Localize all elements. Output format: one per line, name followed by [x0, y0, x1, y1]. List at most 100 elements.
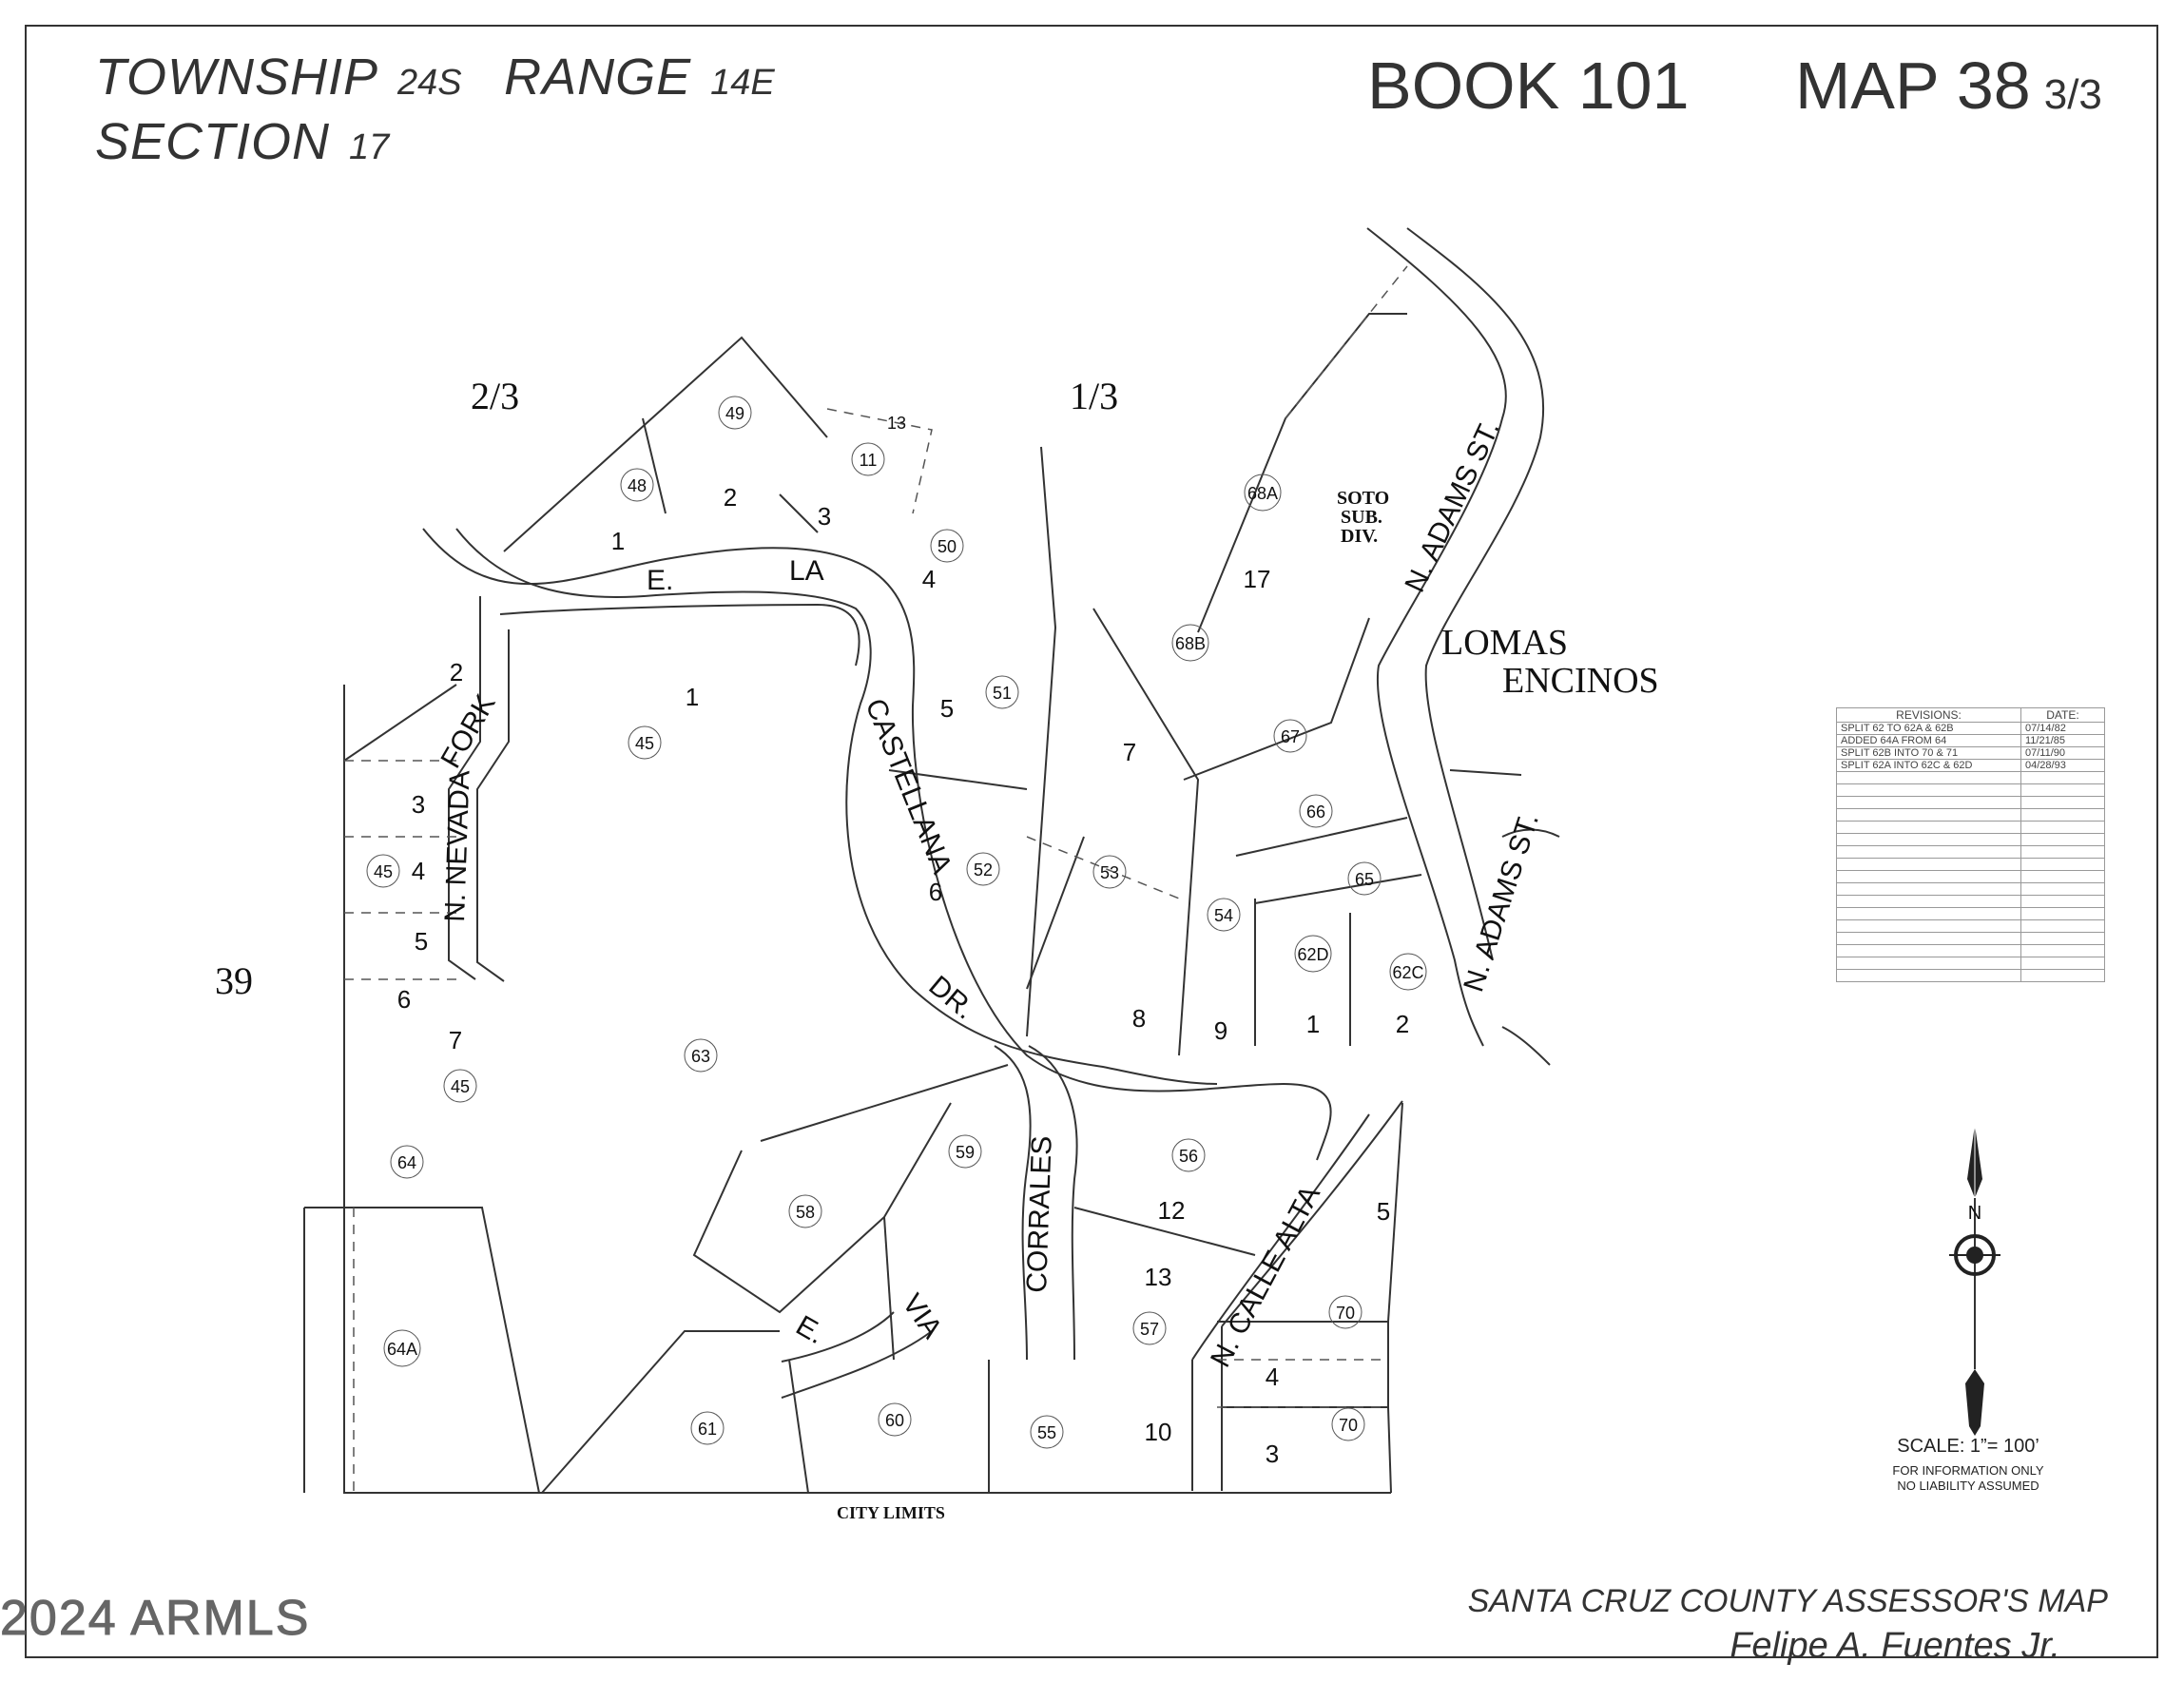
svg-text:58: 58: [796, 1203, 815, 1222]
range-label: RANGE: [504, 48, 692, 106]
lot-numbers: 1 2 3 4 13 17 1 2 5 7 3 4 5 6 7 6 8 9 1 …: [397, 414, 1409, 1468]
scale-block: SCALE: 1”= 100’ FOR INFORMATION ONLY NO …: [1873, 1436, 2063, 1494]
svg-text:65: 65: [1355, 870, 1374, 889]
parcel-marker[interactable]: 66: [1299, 794, 1333, 828]
liability-note-2: NO LIABILITY ASSUMED: [1897, 1479, 2039, 1493]
street-n-adams-2: N. ADAMS ST.: [1458, 809, 1545, 996]
parcel-marker[interactable]: 70: [1328, 1295, 1363, 1329]
township-value: 24S: [397, 63, 462, 103]
svg-text:52: 52: [974, 860, 993, 880]
parcel-marker[interactable]: 45: [628, 725, 662, 760]
lot-number: 7: [449, 1026, 462, 1054]
svg-text:68B: 68B: [1175, 634, 1206, 653]
revision-row-blank: [1836, 845, 2105, 859]
lot-number: 12: [1158, 1196, 1186, 1225]
book-number: BOOK 101: [1367, 48, 1690, 123]
revisions-header: REVISIONS:: [1836, 707, 2021, 723]
svg-text:55: 55: [1037, 1423, 1056, 1442]
parcel-marker[interactable]: 50: [930, 529, 964, 563]
parcel-marker[interactable]: 63: [684, 1038, 718, 1073]
revision-row-blank: [1836, 932, 2105, 945]
street-labels: E. LA CASTELLANA DR. N. NEVADA FORK N. A…: [435, 416, 1544, 1372]
parcel-marker[interactable]: 48: [620, 468, 654, 502]
parcel-marker[interactable]: 55: [1030, 1415, 1064, 1449]
north-label: N: [1968, 1203, 1981, 1224]
parcel-marker[interactable]: 60: [878, 1402, 912, 1437]
svg-text:61: 61: [698, 1420, 717, 1439]
north-arrow: N: [1949, 1125, 2000, 1436]
parcel-marker[interactable]: 56: [1171, 1138, 1206, 1172]
lot-number: 3: [818, 502, 831, 531]
svg-text:62D: 62D: [1297, 945, 1328, 964]
parcel-marker[interactable]: 45: [366, 854, 400, 888]
parcel-marker[interactable]: 58: [788, 1194, 822, 1228]
parcel-markers: 49 48 11 50 68A 68B 51 45 67 66 65 52 53…: [366, 396, 1427, 1449]
parcel-marker[interactable]: 49: [718, 396, 752, 430]
svg-text:59: 59: [956, 1143, 975, 1162]
lot-number: 5: [940, 694, 954, 723]
scale-text: SCALE: 1”= 100’: [1897, 1436, 2039, 1457]
svg-text:70: 70: [1339, 1416, 1358, 1435]
parcel-marker[interactable]: 52: [966, 852, 1000, 886]
svg-text:11: 11: [860, 451, 878, 470]
parcel-marker[interactable]: 51: [985, 675, 1019, 709]
revision-row-blank: [1836, 882, 2105, 896]
street-fork: FORK: [435, 689, 501, 774]
city-limits-label: CITY LIMITS: [837, 1503, 945, 1522]
parcel-marker[interactable]: 45: [443, 1069, 477, 1103]
svg-text:66: 66: [1306, 802, 1325, 822]
soto-label-1: SOTO: [1337, 488, 1389, 509]
parcel-marker[interactable]: 68A: [1244, 474, 1282, 512]
liability-note-1: FOR INFORMATION ONLY: [1892, 1463, 2044, 1478]
lot-number: 1: [611, 527, 625, 555]
parcel-marker[interactable]: 62C: [1389, 953, 1427, 991]
lot-number: 9: [1214, 1016, 1227, 1045]
parcel-marker[interactable]: 68B: [1171, 624, 1209, 662]
svg-text:68A: 68A: [1247, 484, 1278, 503]
parcel-marker[interactable]: 59: [948, 1134, 982, 1169]
svg-text:57: 57: [1140, 1320, 1159, 1339]
svg-text:70: 70: [1336, 1304, 1355, 1323]
street-e-via-via: VIA: [896, 1288, 948, 1344]
lot-number: 13: [887, 414, 906, 433]
parcel-marker[interactable]: 70: [1331, 1407, 1365, 1441]
parcel-marker[interactable]: 61: [690, 1411, 725, 1445]
parcel-marker[interactable]: 64A: [383, 1329, 421, 1367]
svg-text:60: 60: [885, 1411, 904, 1430]
svg-text:51: 51: [993, 684, 1012, 703]
street-n-adams-1: N. ADAMS ST.: [1399, 416, 1505, 597]
encinos-label: ENCINOS: [1502, 661, 1659, 701]
svg-text:45: 45: [374, 862, 393, 881]
copyright-watermark: 2024 ARMLS: [0, 1591, 311, 1647]
street-n-calle-alta: N. CALLE ALTA: [1205, 1181, 1326, 1372]
lot-number: 4: [1266, 1363, 1279, 1391]
revision-row-blank: [1836, 907, 2105, 920]
parcel-marker[interactable]: 54: [1207, 898, 1241, 932]
lot-number: 10: [1145, 1418, 1172, 1446]
revision-row-blank: [1836, 870, 2105, 883]
parcel-marker[interactable]: 57: [1132, 1311, 1167, 1345]
parcel-marker[interactable]: 62D: [1294, 935, 1332, 973]
lot-number: 3: [1266, 1440, 1279, 1468]
lot-number: 6: [397, 985, 411, 1014]
range-value: 14E: [710, 63, 775, 103]
parcel-marker[interactable]: 65: [1347, 861, 1382, 896]
author-name: Felipe A. Fuentes Jr.: [1730, 1626, 2060, 1666]
parcel-marker[interactable]: 53: [1092, 855, 1127, 889]
dashed-lines: [344, 265, 1408, 1493]
svg-text:64: 64: [397, 1153, 416, 1172]
parcel-marker[interactable]: 67: [1273, 719, 1307, 753]
lot-number: 4: [922, 565, 936, 593]
map-number: MAP 38: [1795, 48, 2031, 123]
parcel-marker[interactable]: 64: [390, 1145, 424, 1179]
section-label: SECTION: [95, 113, 331, 170]
revision-row-blank: [1836, 944, 2105, 957]
svg-text:64A: 64A: [387, 1340, 417, 1359]
parcel-marker[interactable]: 11: [851, 442, 885, 476]
